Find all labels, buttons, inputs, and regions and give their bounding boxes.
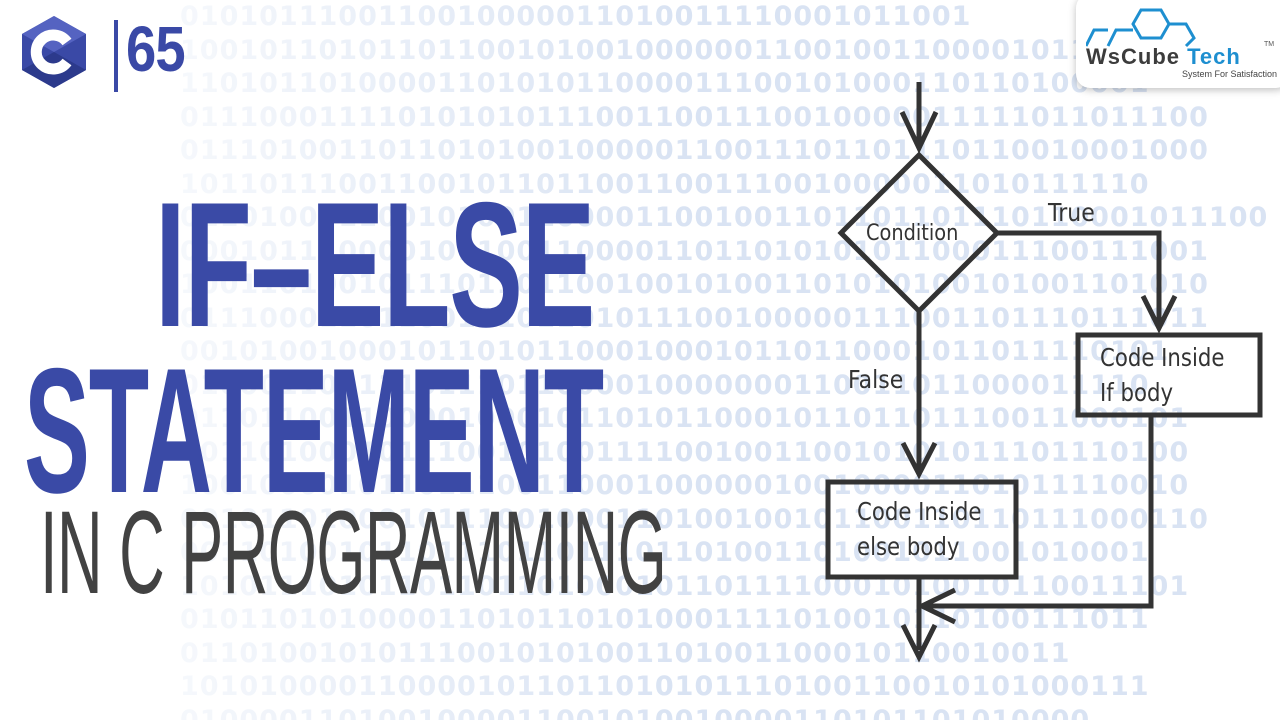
title-line-1: IF–ELSE: [155, 165, 595, 364]
true-label: True: [1048, 198, 1095, 227]
binary-row: 0001011100001011001100001101101010101100…: [180, 235, 1209, 267]
merge-arrowhead-icon: [916, 587, 957, 625]
binary-row: 0011010010110111011011101101001101001011…: [180, 537, 1150, 568]
binary-row: 0111000110110011101101011100100000111001…: [180, 302, 1209, 334]
entry-arrowhead-icon: [899, 110, 939, 154]
binary-row: 0101011100110010000011010011110001011001: [180, 1, 972, 32]
binary-row: 1001000010110111001100010000001001000011…: [180, 470, 1190, 501]
binary-row: 0010100100010110101100010001011011000101…: [180, 336, 1170, 367]
binary-row: 1001101001011101101100100101001101010100…: [180, 269, 1209, 300]
false-label: False: [848, 365, 904, 394]
binary-row: 0101101010000110101101010001111010010110…: [180, 604, 1150, 635]
binary-row: 0111000111101010101110011001110010000011…: [180, 101, 1209, 133]
trademark-mark: TM: [1264, 41, 1275, 48]
binary-row: 0100011011110111011000010000000110011011…: [180, 369, 1150, 401]
else-box-line-2: else body: [857, 532, 960, 561]
else-box-line-1: Code Inside: [857, 497, 982, 526]
brand-tagline: System For Satisfaction: [1182, 69, 1278, 79]
title-line-3: IN C PROGRAMMING: [40, 487, 667, 619]
if-body-box: [1075, 332, 1263, 418]
true-arrowhead-icon: [1140, 294, 1178, 334]
hexagon-cubes-icon: [1086, 8, 1196, 48]
c-language-hexagon-icon: [22, 16, 86, 88]
badge-divider: [114, 20, 118, 92]
brand-logo-card: WsCube Tech TM System For Satisfaction: [1076, 0, 1280, 88]
binary-row: 1011011100110010110110011001110010000011…: [180, 168, 1150, 200]
if-box-line-2: If body: [1100, 378, 1174, 407]
exit-arrowhead-icon: [900, 623, 938, 663]
binary-row: 0110100011001010011000011001001101101101…: [180, 202, 1269, 233]
binary-row: 0011010001011100101001111001001100101010…: [180, 436, 1190, 468]
series-badge: 65: [14, 12, 194, 92]
binary-row: 1010111010110110110100010110111100010100…: [180, 570, 1190, 602]
binary-row: 0110110011000010001011010110001011011011…: [180, 403, 1190, 434]
if-box-line-1: Code Inside: [1100, 343, 1225, 372]
binary-code-background: 0101011100110010000011010011110001011001…: [180, 0, 1280, 720]
brand-name: WsCube Tech: [1086, 44, 1241, 69]
episode-number: 65: [126, 13, 186, 85]
merge-line: [922, 415, 1154, 609]
true-branch-line: [997, 230, 1162, 325]
condition-label: Condition: [866, 221, 959, 246]
binary-row: 0010110100010111001000110100100101100110…: [180, 503, 1209, 535]
binary-row: 1001011010110110010100100000011001001100…: [180, 34, 1150, 66]
binary-row: 0100001101001000011001010010000110101101…: [180, 704, 1091, 720]
binary-row: 0111010011011010100100000110011101101110…: [180, 135, 1209, 166]
else-body-box: [825, 479, 1019, 580]
binary-row: 1010100001100001011011010101110100110010…: [180, 671, 1150, 702]
binary-row: 1101011010000110101011000011100101000110…: [180, 68, 1150, 99]
false-arrowhead-icon: [900, 441, 938, 480]
title-line-2: STATEMENT: [24, 331, 604, 530]
